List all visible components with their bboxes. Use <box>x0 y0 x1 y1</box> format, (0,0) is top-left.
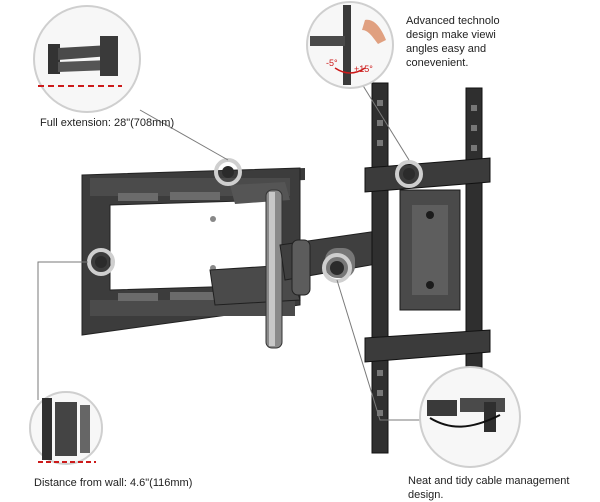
extension-caption: Full extension: 28"(708mm) <box>40 117 175 129</box>
highlight-ring-centers <box>95 166 415 275</box>
tilt-caption: Advanced technolo design make viewi angl… <box>406 14 516 70</box>
cable-caption-line: design. <box>408 489 444 501</box>
tilt-caption-line: conevenient. <box>406 57 469 69</box>
wall-distance-detail <box>29 391 103 465</box>
tilt-caption-line: design make viewi <box>406 29 496 41</box>
cable-detail <box>419 366 521 468</box>
tilt-angle-minus: -5° <box>326 58 338 68</box>
wall-distance-caption: Distance from wall: 4.6"(116mm) <box>34 477 193 489</box>
callout-lines <box>37 83 430 421</box>
tilt-caption-line: angles easy and <box>406 43 487 55</box>
tilt-caption-line: Advanced technolo <box>406 15 500 27</box>
extension-detail <box>33 5 141 113</box>
tilt-detail <box>306 1 394 89</box>
tv-bracket <box>364 82 491 454</box>
cable-caption-line: Neat and tidy cable management <box>408 475 570 487</box>
tilt-angle-plus: +15° <box>354 64 373 74</box>
highlight-rings <box>87 158 423 283</box>
cable-caption: Neat and tidy cable management design. <box>408 474 598 502</box>
